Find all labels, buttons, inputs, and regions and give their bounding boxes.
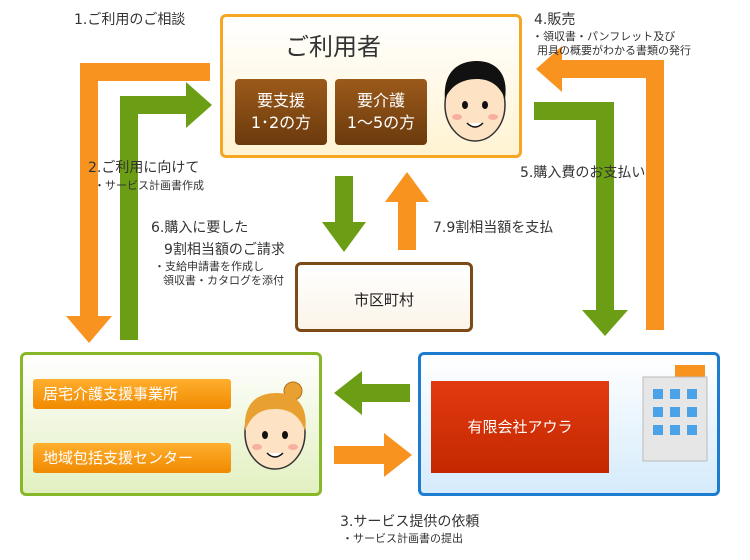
care-nursing-line1: 要介護 xyxy=(335,90,427,112)
municipality-label: 市区町村 xyxy=(298,289,470,310)
care-nursing-level: 要介護 1～5の方 xyxy=(335,79,427,145)
female-face-icon xyxy=(235,379,315,477)
arrow-reimbursement xyxy=(385,172,429,250)
care-nursing-line2: 1～5の方 xyxy=(335,112,427,134)
company-box: 有限会社アウラ xyxy=(418,352,720,496)
user-box: ご利用者 要支援 1･2の方 要介護 1～5の方 xyxy=(220,14,522,158)
step2-sub: ・サービス計画書作成 xyxy=(94,179,204,193)
step6-label-line2: 9割相当額のご請求 xyxy=(164,239,285,259)
step3-label: 3.サービス提供の依頼 xyxy=(340,511,479,531)
step6-label-line1: 6.購入に要した xyxy=(151,217,248,237)
step4-sub2: 用具の概要がわかる書類の発行 xyxy=(537,44,691,58)
step6-sub1: ・支給申請書を作成し xyxy=(154,260,264,274)
arrow-report xyxy=(334,371,410,415)
step5-label: 5.購入費のお支払い xyxy=(520,162,645,182)
care-support-line1: 要支援 xyxy=(235,90,327,112)
step4-sub1: ・領収書・パンフレット及び xyxy=(532,30,675,44)
building-icon xyxy=(639,363,711,463)
arrow-claim xyxy=(322,176,366,252)
community-support-center-label: 地域包括支援センター xyxy=(33,443,231,473)
company-name: 有限会社アウラ xyxy=(431,381,609,473)
user-box-title: ご利用者 xyxy=(223,27,443,62)
care-support-level: 要支援 1･2の方 xyxy=(235,79,327,145)
step6-sub2: 領収書・カタログを添付 xyxy=(163,274,284,288)
arrow-request xyxy=(334,433,412,477)
care-office-box: 居宅介護支援事業所 地域包括支援センター xyxy=(20,352,322,496)
user-face-icon xyxy=(437,53,513,149)
arrow-planning xyxy=(120,82,212,340)
step7-label: 7.9割相当額を支払 xyxy=(433,217,553,237)
step1-label: 1.ご利用のご相談 xyxy=(74,9,185,29)
home-care-office-label: 居宅介護支援事業所 xyxy=(33,379,231,409)
step4-label: 4.販売 xyxy=(534,9,575,29)
care-support-line2: 1･2の方 xyxy=(235,112,327,134)
step3-sub: ・サービス計画書の提出 xyxy=(342,532,463,546)
municipality-box: 市区町村 xyxy=(295,262,473,332)
step2-label: 2.ご利用に向けて xyxy=(88,157,199,177)
